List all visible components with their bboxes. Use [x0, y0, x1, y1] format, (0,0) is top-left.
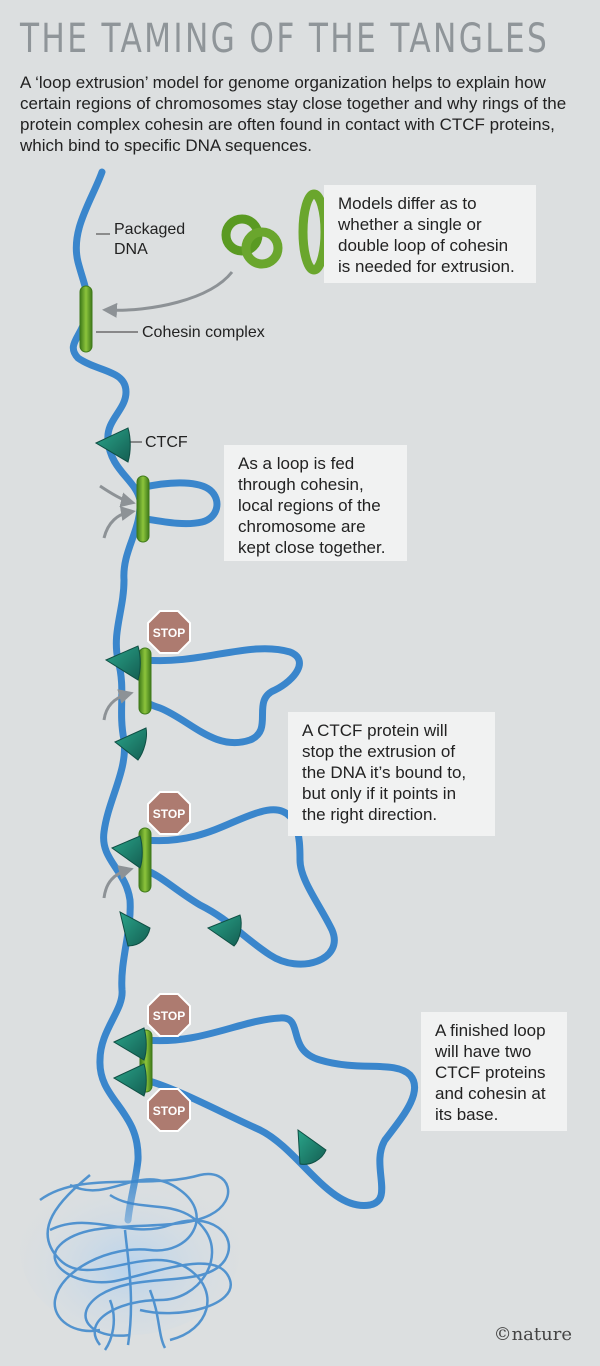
stop-sign-4: STOP [147, 1088, 191, 1132]
nature-credit: ©nature [493, 1324, 572, 1345]
ctcf-protein-8 [112, 1063, 147, 1097]
tangled-chromatin [20, 1165, 240, 1351]
callout-models: Models differ as to whether a single or … [324, 185, 536, 283]
callout-finished-loop: A finished loop will have two CTCF prote… [421, 1012, 567, 1131]
stop-sign-2-label: STOP [153, 807, 185, 821]
cohesin-single-ring [298, 189, 330, 275]
stop-sign-3-label: STOP [153, 1009, 185, 1023]
callout-loop-fed: As a loop is fed through cohesin, local … [224, 445, 407, 561]
ctcf-protein-7 [112, 1027, 147, 1061]
cohesin-complex-2 [136, 475, 150, 543]
dna-loop-large [141, 806, 338, 968]
stop-sign-1-label: STOP [153, 626, 185, 640]
ctcf-protein-2 [104, 645, 141, 681]
stop-sign-4-label: STOP [153, 1104, 185, 1118]
intro-text: A ‘loop extrusion’ model for genome orga… [20, 73, 567, 155]
ctcf-protein-3 [114, 727, 147, 761]
stop-sign-2: STOP [147, 791, 191, 835]
stop-sign-3: STOP [147, 993, 191, 1037]
packaged-dna-label: Packaged DNA [114, 221, 186, 258]
callout-ctcf-stop: A CTCF protein will stop the extrusion o… [288, 712, 495, 836]
ctcf-protein-6 [206, 914, 242, 947]
ctcf-label: CTCF [145, 434, 188, 451]
cohesin-complex-3 [138, 647, 152, 715]
dna-loop-small [136, 479, 221, 528]
dna-loop-finished [142, 1014, 419, 1209]
cohesin-complex-1 [79, 285, 93, 353]
stop-sign-1: STOP [147, 610, 191, 654]
arrow-ring-to-cohesin [102, 271, 234, 318]
ctcf-protein-5 [119, 911, 151, 947]
cohesin-double-ring [221, 214, 283, 269]
dna-loop-medium [141, 645, 303, 747]
ctcf-protein-1 [94, 427, 131, 463]
cohesin-complex-label: Cohesin complex [142, 324, 265, 341]
ctcf-protein-4 [110, 835, 143, 869]
infographic-title: THE TAMING OF THE TANGLES [20, 16, 550, 62]
dna-strand [69, 168, 144, 1224]
ctcf-protein-9 [297, 1128, 327, 1165]
extrusion-arrows [99, 484, 136, 899]
